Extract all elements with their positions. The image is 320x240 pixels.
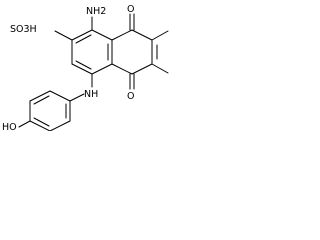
atom-labels: SO3H NH2 O O NH HO (2, 4, 134, 131)
ring-bond (91, 63, 113, 75)
sulfo-bond (54, 30, 73, 41)
ring-bond (151, 63, 169, 74)
ring-bond (111, 63, 133, 75)
amino-label: NH2 (86, 6, 106, 17)
bond-lines (18, 13, 169, 131)
double-bond-inner (33, 117, 50, 127)
nh-aryl-bond (69, 93, 85, 102)
ring-bond (111, 29, 133, 41)
hydroxyl-bond (18, 120, 31, 128)
ring-bond (29, 120, 51, 131)
imino-label: NH (84, 89, 98, 100)
chemical-structure-diagram: SO3H NH2 O O NH HO (2, 4, 169, 131)
ring-bond (131, 63, 153, 75)
ring-bond (91, 29, 113, 41)
ring-bond (49, 120, 71, 131)
carbonyl-oxygen-top-label: O (127, 4, 134, 15)
double-bond-inner (75, 60, 92, 70)
ring-bond (49, 90, 71, 102)
double-bond-inner (33, 95, 50, 105)
sulfonic-acid-label: SO3H (10, 24, 37, 35)
ring-bond (131, 29, 153, 41)
hydroxyl-label: HO (2, 122, 17, 131)
ring-bond (71, 29, 93, 41)
carbonyl-oxygen-bottom-label: O (127, 91, 134, 102)
ring-bond (71, 63, 93, 75)
double-bond-inner (75, 34, 92, 44)
ring-bond (29, 90, 51, 102)
ring-bond (151, 30, 169, 41)
